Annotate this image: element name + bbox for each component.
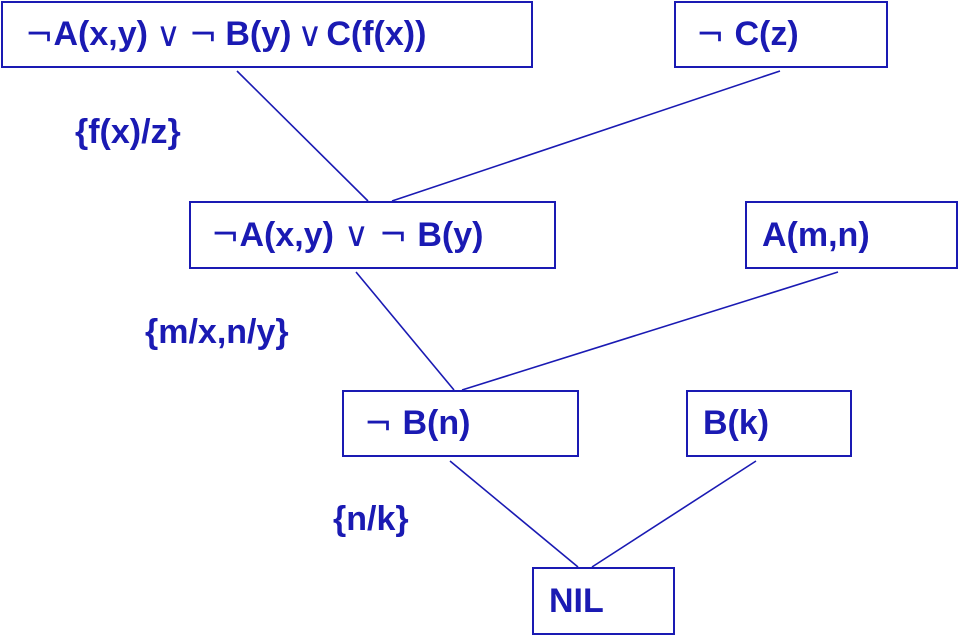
literal-b: B(n) [402,404,471,442]
edge-resolvent1-to-resolvent2 [355,271,455,391]
negation-symbol: ¬ [696,14,725,55]
resolvent-node-1: ¬A(x,y)∨¬B(y) [189,201,556,269]
negation-symbol: ¬ [378,215,408,255]
clause-node-2: ¬C(z) [674,1,888,68]
negation-symbol: ¬ [364,403,393,444]
substitution-label-3: {n/k} [333,500,409,538]
substitution-label-2: {m/x,n/y} [145,313,289,351]
literal-c: C(z) [734,15,799,53]
negation-symbol: ¬ [211,215,240,255]
literal-a: A(x,y) [239,215,334,254]
edge-resolvent2-to-nil [449,460,579,568]
clause-node-1: ¬A(x,y)∨¬B(y)∨C(f(x)) [1,1,533,68]
resolvent-node-2: ¬B(n) [342,390,579,457]
edge-clause4-to-nil [591,460,757,568]
literal-b: B(y) [225,15,292,53]
nil-node: NIL [532,567,675,635]
clause-node-3: A(m,n) [745,201,958,269]
empty-clause-label: NIL [549,581,604,620]
literal-b: B(y) [417,215,484,254]
literal-b: B(k) [703,404,770,442]
literal-c: C(f(x)) [326,15,427,53]
edge-clause2-to-resolvent1 [391,70,781,202]
edge-clause1-to-resolvent1 [236,70,369,202]
negation-symbol: ¬ [25,14,54,55]
or-symbol: ∨ [155,14,181,55]
negation-symbol: ¬ [188,14,218,55]
substitution-label-1: {f(x)/z} [75,113,181,151]
literal-a: A(x,y) [53,15,148,53]
or-symbol: ∨ [343,215,369,255]
clause-node-4: B(k) [686,390,852,457]
literal-a: A(m,n) [762,215,870,254]
or-symbol: ∨ [297,14,323,55]
edge-clause3-to-resolvent2 [461,271,839,391]
